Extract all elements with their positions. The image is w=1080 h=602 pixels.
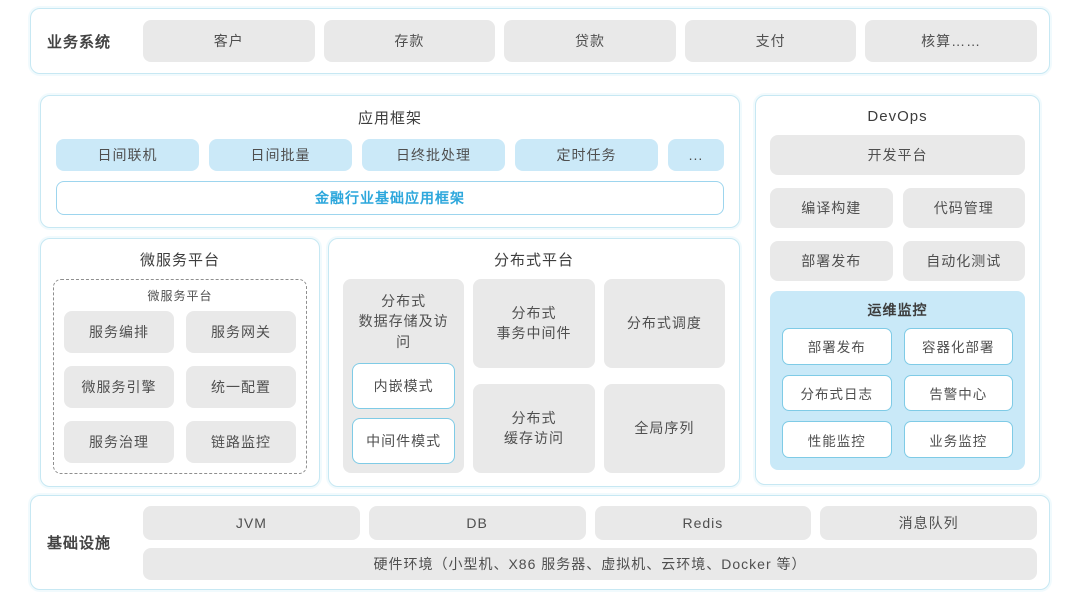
business-item-loan: 贷款 <box>504 20 676 62</box>
distributed-panel: 分布式平台 分布式 数据存储及访问 内嵌模式 中间件模式 <box>328 238 740 487</box>
monitor-item-distributed-log: 分布式日志 <box>782 374 892 412</box>
infra-item-jvm: JVM <box>143 505 360 540</box>
distributed-transaction-label: 分布式 事务中间件 <box>496 303 571 344</box>
devops-item-build: 编译构建 <box>770 188 893 228</box>
devops-panel: DevOps 开发平台 编译构建 代码管理 部署发布 自动化测试 运维监控 部署… <box>755 95 1040 485</box>
micro-item-gateway: 服务网关 <box>186 311 296 353</box>
business-systems-label: 业务系统 <box>47 33 112 51</box>
infra-item-redis: Redis <box>594 505 812 540</box>
ops-monitor-title: 运维监控 <box>867 302 928 318</box>
distributed-cache-line2: 缓存访问 <box>503 430 564 447</box>
distributed-transaction-box: 分布式 事务中间件 <box>473 279 595 368</box>
distributed-title: 分布式平台 <box>493 252 574 269</box>
app-item-daytime-batch: 日间批量 <box>209 139 352 171</box>
distributed-sequence-box: 全局序列 <box>603 383 725 473</box>
devops-item-deploy-release: 部署发布 <box>770 241 893 281</box>
storage-mode-middleware: 中间件模式 <box>352 417 456 464</box>
distributed-transaction-line2: 事务中间件 <box>496 325 572 342</box>
infra-hardware-box: 硬件环境（小型机、X86 服务器、虚拟机、云环境、Docker 等） <box>143 547 1037 580</box>
micro-item-trace-monitor: 链路监控 <box>186 420 296 463</box>
distributed-cache-line1: 分布式 <box>511 410 557 427</box>
infra-item-mq: 消息队列 <box>820 505 1037 540</box>
monitor-item-performance: 性能监控 <box>782 421 892 458</box>
business-systems-panel: 业务系统 客户 存款 贷款 支付 核算…… <box>30 8 1050 74</box>
distributed-scheduling-box: 分布式调度 <box>603 279 725 368</box>
monitor-item-deploy-release: 部署发布 <box>782 328 892 365</box>
app-item-eod-batch: 日终批处理 <box>362 139 505 171</box>
distributed-storage-line2: 数据存储及访问 <box>358 313 449 350</box>
business-item-accounting: 核算…… <box>865 20 1037 62</box>
microservice-inner-box: 微服务平台 服务编排 服务网关 微服务引擎 统一配置 服务治理 链路监控 <box>53 279 307 474</box>
distributed-cache-box: 分布式 缓存访问 <box>473 383 595 473</box>
monitor-item-container-deploy: 容器化部署 <box>903 328 1013 365</box>
devops-dev-platform: 开发平台 <box>770 135 1025 175</box>
infra-item-db: DB <box>368 505 586 540</box>
microservice-panel: 微服务平台 微服务平台 服务编排 服务网关 微服务引擎 统一配置 服务治理 链路… <box>40 238 320 487</box>
app-framework-panel: 应用框架 日间联机 日间批量 日终批处理 定时任务 ... 金融行业基础应用框架 <box>40 95 740 228</box>
app-item-scheduled-task: 定时任务 <box>515 139 658 171</box>
monitor-item-business: 业务监控 <box>903 421 1013 458</box>
devops-title: DevOps <box>867 108 928 125</box>
infrastructure-boxes: JVM DB Redis 消息队列 硬件环境（小型机、X86 服务器、虚拟机、云… <box>143 505 1037 580</box>
business-systems-boxes: 客户 存款 贷款 支付 核算…… <box>143 20 1037 62</box>
distributed-storage-line1: 分布式 <box>381 293 427 309</box>
microservice-items: 服务编排 服务网关 微服务引擎 统一配置 服务治理 链路监控 <box>64 311 296 463</box>
ops-monitor-items: 部署发布 容器化部署 分布式日志 告警中心 性能监控 业务监控 <box>782 328 1013 458</box>
microservice-inner-title: 微服务平台 <box>147 289 213 303</box>
app-framework-title: 应用框架 <box>357 110 422 127</box>
micro-item-governance: 服务治理 <box>64 420 174 463</box>
business-item-deposit: 存款 <box>323 20 496 62</box>
devops-item-code-mgmt: 代码管理 <box>902 188 1025 228</box>
infrastructure-panel: 基础设施 JVM DB Redis 消息队列 硬件环境（小型机、X86 服务器、… <box>30 495 1050 590</box>
micro-item-unified-config: 统一配置 <box>186 365 296 408</box>
platforms-row: 微服务平台 微服务平台 服务编排 服务网关 微服务引擎 统一配置 服务治理 链路… <box>40 238 740 487</box>
app-item-daytime-online: 日间联机 <box>56 139 199 171</box>
finance-base-framework-box: 金融行业基础应用框架 <box>56 181 724 215</box>
microservice-title: 微服务平台 <box>139 252 220 269</box>
micro-item-orchestration: 服务编排 <box>64 311 174 353</box>
business-item-payment: 支付 <box>684 20 857 62</box>
app-framework-items: 日间联机 日间批量 日终批处理 定时任务 ... <box>56 139 724 171</box>
distributed-cache-label: 分布式 缓存访问 <box>504 408 564 449</box>
distributed-transaction-line1: 分布式 <box>511 305 557 322</box>
business-item-customer: 客户 <box>143 20 315 62</box>
infrastructure-row: JVM DB Redis 消息队列 <box>143 505 1037 540</box>
storage-mode-embedded: 内嵌模式 <box>352 362 456 409</box>
distributed-items: 分布式 数据存储及访问 内嵌模式 中间件模式 分布式 事务中间件 <box>343 279 725 473</box>
distributed-storage-label: 分布式 数据存储及访问 <box>352 291 455 352</box>
distributed-storage-box: 分布式 数据存储及访问 内嵌模式 中间件模式 <box>343 279 465 473</box>
infrastructure-label: 基础设施 <box>47 535 112 552</box>
app-item-more: ... <box>668 139 724 171</box>
devops-item-auto-test: 自动化测试 <box>902 241 1025 281</box>
middle-left-column: 应用框架 日间联机 日间批量 日终批处理 定时任务 ... 金融行业基础应用框架… <box>40 95 740 487</box>
middle-section: 应用框架 日间联机 日间批量 日终批处理 定时任务 ... 金融行业基础应用框架… <box>40 95 1040 487</box>
devops-items: 编译构建 代码管理 部署发布 自动化测试 <box>770 188 1025 281</box>
ops-monitor-panel: 运维监控 部署发布 容器化部署 分布式日志 告警中心 性能监控 业务监控 <box>770 291 1025 470</box>
micro-item-engine: 微服务引擎 <box>64 365 174 408</box>
monitor-item-alert-center: 告警中心 <box>903 374 1013 412</box>
